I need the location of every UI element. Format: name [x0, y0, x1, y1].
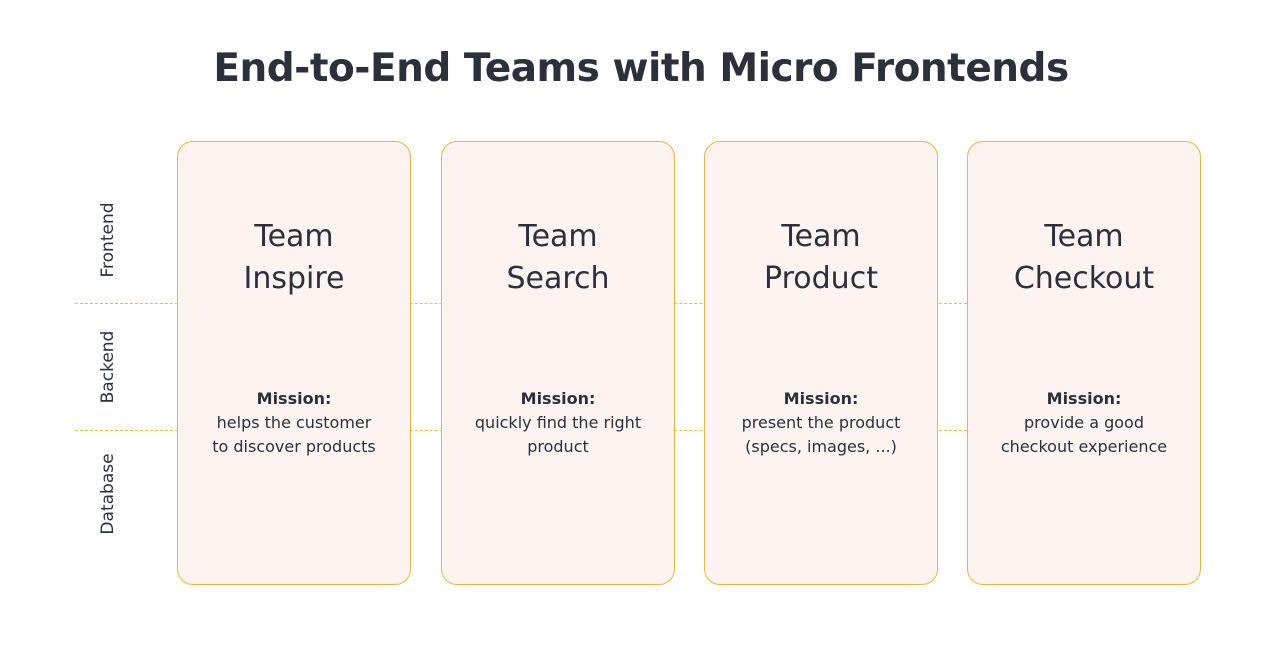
team-title-line1: Team — [1044, 219, 1124, 254]
mission-label: Mission: — [1046, 389, 1122, 408]
team-mission: Mission: quickly find the right product — [442, 387, 674, 459]
mission-text-line2: to discover products — [212, 437, 376, 456]
team-title-line2: Product — [764, 261, 878, 296]
mission-label: Mission: — [256, 389, 332, 408]
team-title-line2: Checkout — [1013, 261, 1155, 296]
team-title: Team Product — [705, 216, 937, 300]
diagram-title: End-to-End Teams with Micro Frontends — [213, 46, 1069, 91]
team-title: Team Inspire — [178, 216, 410, 300]
layer-label-text: Database — [98, 453, 118, 535]
mission-text-line2: (specs, images, ...) — [745, 437, 897, 456]
team-mission: Mission: present the product (specs, ima… — [705, 387, 937, 459]
team-title: Team Search — [442, 216, 674, 300]
team-card-product: Team Product Mission: present the produc… — [704, 141, 938, 585]
team-title: Team Checkout — [968, 216, 1200, 300]
mission-text-line1: present the product — [741, 413, 901, 432]
mission-text-line1: quickly find the right — [474, 413, 642, 432]
team-title-line2: Search — [506, 261, 610, 296]
team-mission: Mission: provide a good checkout experie… — [968, 387, 1200, 459]
team-title-line1: Team — [518, 219, 598, 254]
layer-label-text: Backend — [98, 330, 118, 404]
layer-label-text: Frontend — [98, 202, 118, 278]
team-title-line1: Team — [781, 219, 861, 254]
mission-text-line1: helps the customer — [216, 413, 372, 432]
mission-label: Mission: — [783, 389, 859, 408]
team-mission: Mission: helps the customer to discover … — [178, 387, 410, 459]
team-title-line1: Team — [254, 219, 334, 254]
team-card-inspire: Team Inspire Mission: helps the customer… — [177, 141, 411, 585]
mission-text-line2: product — [527, 437, 589, 456]
team-title-line2: Inspire — [243, 261, 345, 296]
mission-text-line1: provide a good — [1024, 413, 1144, 432]
mission-text-line2: checkout experience — [1000, 437, 1168, 456]
team-card-search: Team Search Mission: quickly find the ri… — [441, 141, 675, 585]
mission-label: Mission: — [520, 389, 596, 408]
team-card-checkout: Team Checkout Mission: provide a good ch… — [967, 141, 1201, 585]
